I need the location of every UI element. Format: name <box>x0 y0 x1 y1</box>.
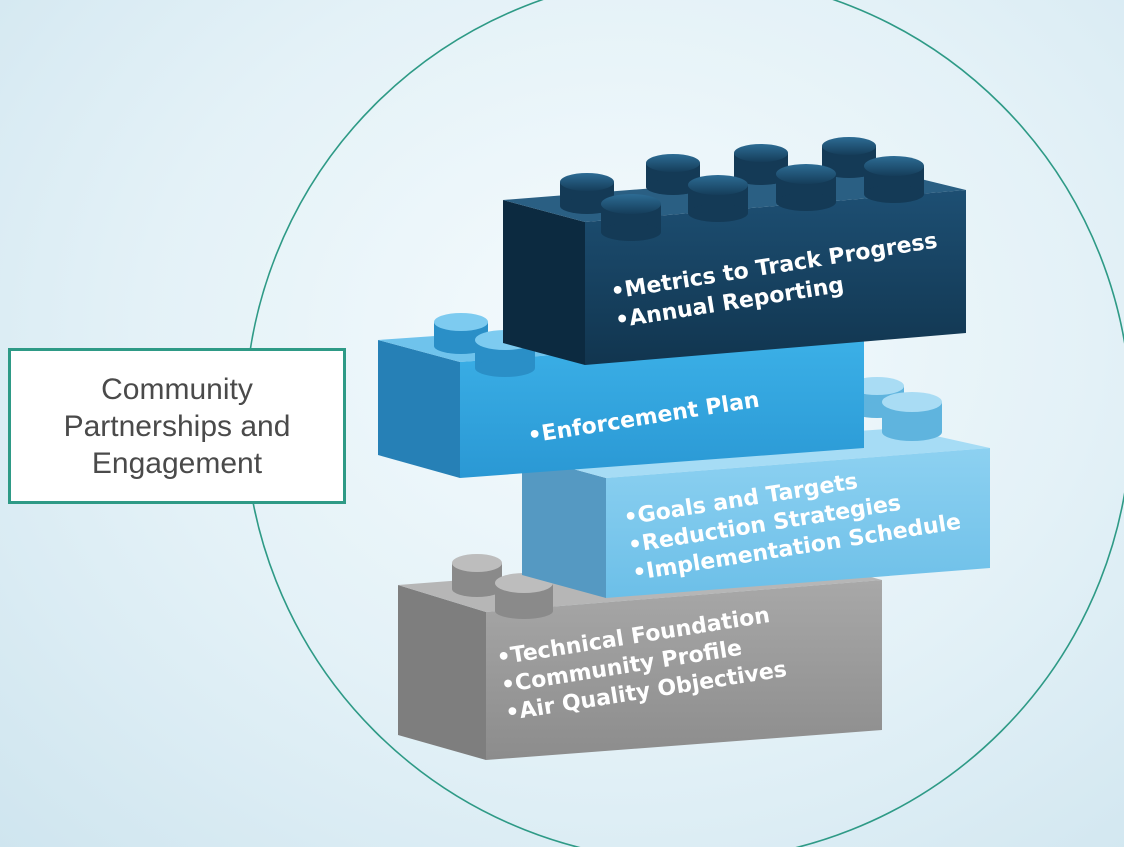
brick-top-front-face <box>585 190 966 365</box>
brick-bottom-stud <box>452 554 502 597</box>
brick-bottom-left-face <box>398 585 486 760</box>
brick-top-stud <box>688 175 748 222</box>
brick-top-stud <box>864 156 924 203</box>
brick-top-stud <box>560 173 614 214</box>
brick-upper-left-face <box>378 340 460 478</box>
community-label-text: Community Partnerships and Engagement <box>63 372 291 480</box>
brick-top <box>503 137 966 365</box>
brick-bottom-front-face <box>486 580 882 760</box>
brick-middle-front-face <box>606 448 990 598</box>
brick-top-stud <box>776 164 836 211</box>
brick-upper-front-face <box>460 332 864 478</box>
brick-top-stud <box>822 137 876 178</box>
brick-top-left-face <box>503 200 585 365</box>
brick-middle <box>522 377 990 598</box>
brick-middle-left-face <box>522 455 606 598</box>
community-label-box: Community Partnerships and Engagement <box>8 348 346 504</box>
brick-middle-stud <box>882 392 942 441</box>
brick-upper-stud <box>434 313 488 354</box>
brick-top-stud <box>601 194 661 241</box>
